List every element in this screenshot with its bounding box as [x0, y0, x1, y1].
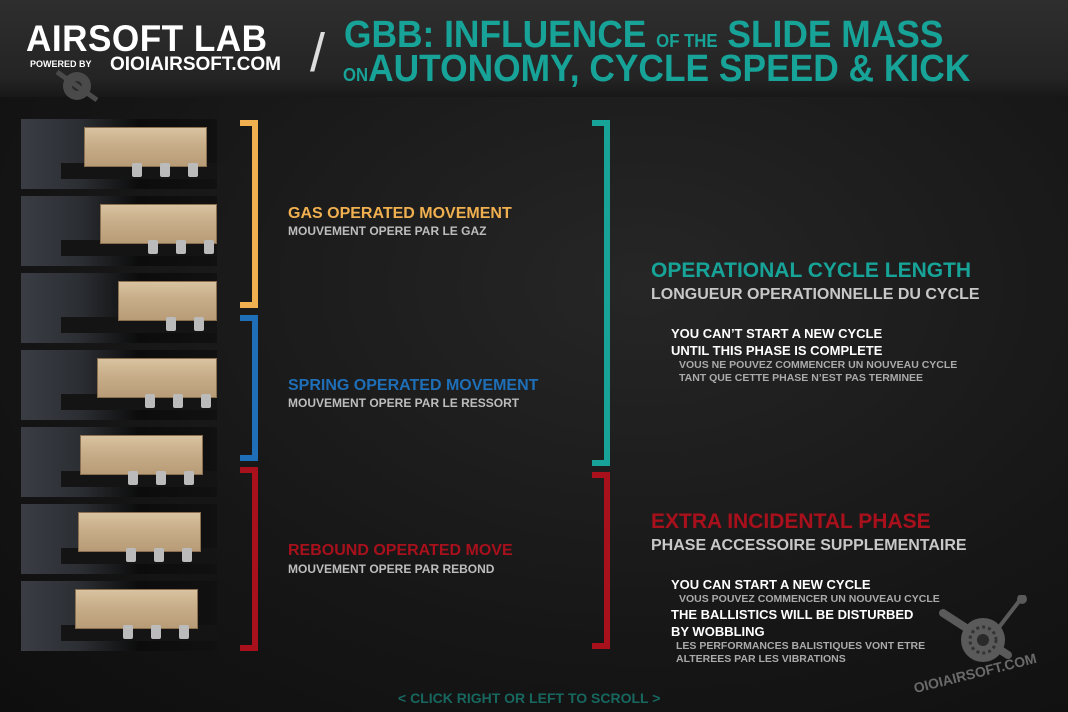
page-title-line-1: GBB: INFLUENCE OF THE SLIDE MASS [344, 14, 944, 56]
logo-gear-icon [55, 69, 99, 103]
spring-phase-title: SPRING OPERATED MOVEMENT [288, 377, 539, 394]
scroll-hint[interactable]: < CLICK RIGHT OR LEFT TO SCROLL > [398, 690, 661, 706]
watermark-gear-icon [939, 595, 1027, 662]
gas-phase-title: GAS OPERATED MOVEMENT [288, 205, 512, 222]
cycle-note-fr-2: TANT QUE CETTE PHASE N’EST PAS TERMINEE [679, 372, 924, 384]
extra-note2-en-2: BY WOBBLING [671, 624, 765, 639]
powered-by-label: POWERED BY [30, 59, 92, 69]
spring-phase-subtitle: MOUVEMENT OPERE PAR LE RESSORT [288, 396, 520, 410]
slide-photo-frame [21, 196, 217, 266]
gas-phase-subtitle: MOUVEMENT OPERE PAR LE GAZ [288, 224, 487, 238]
slide-photo-frame [21, 350, 217, 420]
extra-note1-fr: VOUS POUVEZ COMMENCER UN NOUVEAU CYCLE [679, 593, 940, 605]
slide-photo-frame [21, 581, 217, 651]
page-title-line-2: ONAUTONOMY, CYCLE SPEED & KICK [343, 48, 971, 90]
cycle-length-subtitle: LONGUEUR OPERATIONNELLE DU CYCLE [651, 286, 980, 303]
cycle-length-bracket [592, 120, 610, 466]
extra-note2-fr-1: LES PERFORMANCES BALISTIQUES VONT ETRE [676, 640, 926, 652]
extra-note1-en: YOU CAN START A NEW CYCLE [671, 577, 871, 592]
slide-photo-frame [21, 273, 217, 343]
slide-photo-frame [21, 119, 217, 189]
extra-phase-subtitle: PHASE ACCESSOIRE SUPPLEMENTAIRE [651, 537, 967, 554]
site-name: OIOIAIRSOFT.COM [110, 54, 281, 75]
rebound-phase-title: REBOUND OPERATED MOVE [288, 542, 513, 559]
rebound-phase-bracket [240, 467, 258, 651]
gas-phase-bracket [240, 120, 258, 308]
extra-note2-en-1: THE BALLISTICS WILL BE DISTURBED [671, 607, 914, 622]
slide-photo-frame [21, 427, 217, 497]
cycle-length-title: OPERATIONAL CYCLE LENGTH [651, 259, 972, 282]
header-banner [0, 0, 1068, 97]
cycle-note-en-1: YOU CAN’T START A NEW CYCLE [671, 326, 883, 341]
brand-title: AIRSOFT LAB [26, 18, 268, 59]
extra-phase-title: EXTRA INCIDENTAL PHASE [651, 510, 931, 533]
spring-phase-bracket [240, 315, 258, 461]
extra-note2-fr-2: ALTEREES PAR LES VIBRATIONS [676, 653, 846, 665]
extra-phase-bracket [592, 472, 610, 649]
rebound-phase-subtitle: MOUVEMENT OPERE PAR REBOND [288, 562, 495, 576]
cycle-note-fr-1: VOUS NE POUVEZ COMMENCER UN NOUVEAU CYCL… [679, 359, 958, 371]
cycle-note-en-2: UNTIL THIS PHASE IS COMPLETE [671, 343, 883, 358]
title-separator: / [310, 23, 326, 83]
slide-photo-frame [21, 504, 217, 574]
